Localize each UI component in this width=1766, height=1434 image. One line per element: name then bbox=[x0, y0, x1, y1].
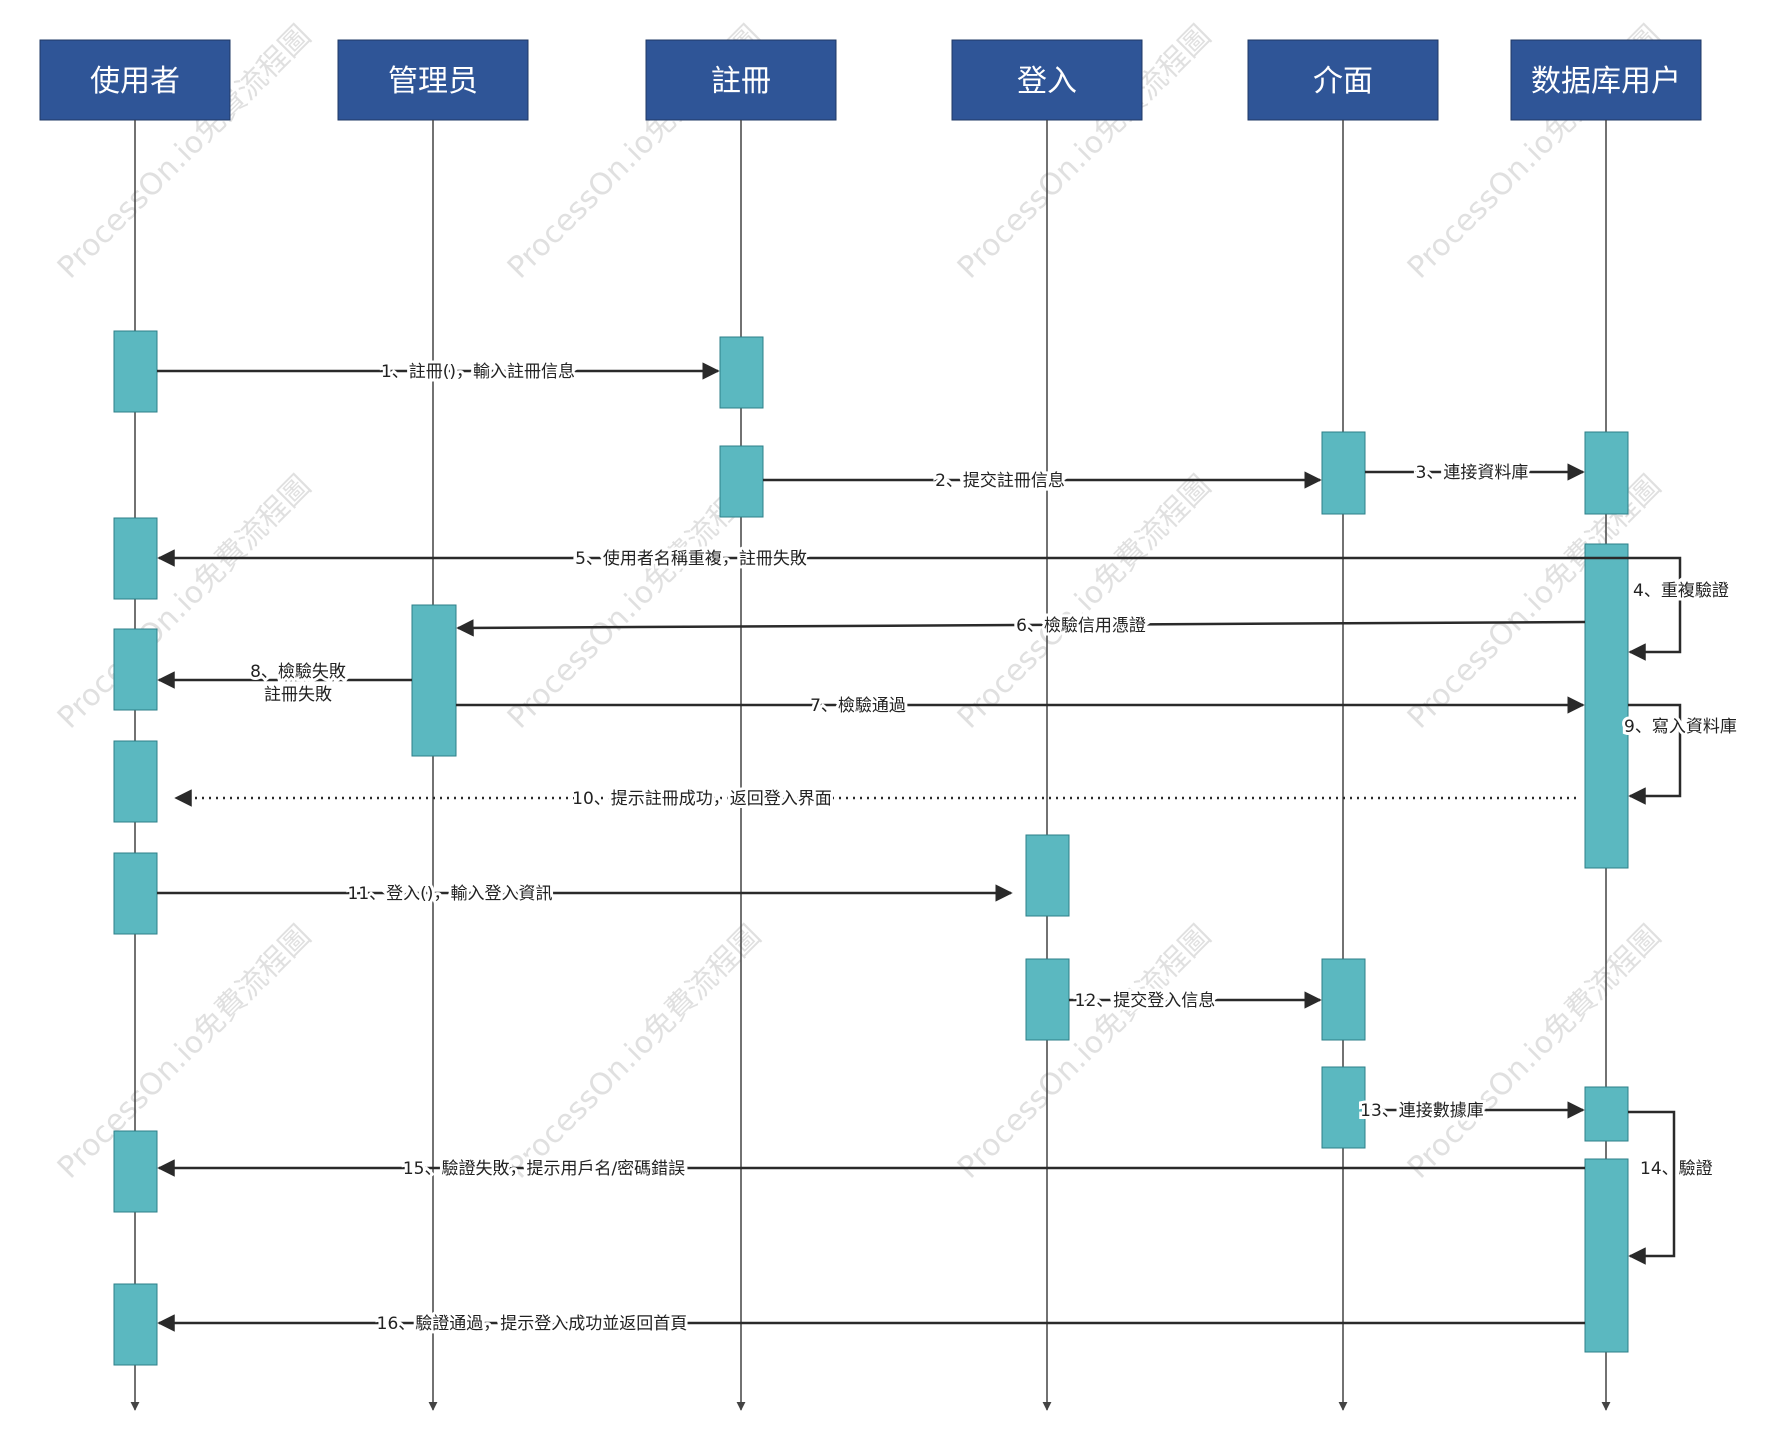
activation-bar[interactable] bbox=[1321, 1066, 1366, 1149]
message-4-label: 4、重複驗證 bbox=[1633, 581, 1729, 601]
activation-bar[interactable] bbox=[1584, 431, 1629, 515]
watermark-layer: ProcessOn.io免費流程圖 ProcessOn.io免費流程圖 Proc… bbox=[51, 19, 1668, 1186]
activation-bar[interactable] bbox=[1584, 1158, 1629, 1353]
lifelines bbox=[130, 120, 1611, 1411]
participant-label: 介面 bbox=[1313, 64, 1373, 99]
message-6-arrow[interactable] bbox=[456, 619, 1586, 637]
participant-label: 数据库用户 bbox=[1531, 64, 1681, 99]
messages bbox=[157, 362, 1682, 1332]
message-2-label: 2、提交註冊信息 bbox=[935, 471, 1065, 491]
participant-register[interactable]: 註冊 bbox=[645, 39, 837, 121]
activation-bar[interactable] bbox=[113, 517, 158, 600]
participant-label: 使用者 bbox=[90, 64, 180, 99]
participant-box[interactable] bbox=[337, 39, 529, 121]
activation-bar[interactable] bbox=[113, 852, 158, 935]
message-labels: 1、註冊()，輸入註冊信息 2、提交註冊信息 3、連接資料庫 4、重複驗證 5、… bbox=[247, 359, 1740, 1337]
activation-bar[interactable] bbox=[113, 628, 158, 711]
message-15-label: 15、驗證失敗，提示用戶名/密碼錯誤 bbox=[403, 1159, 685, 1179]
activation-bar[interactable] bbox=[719, 336, 764, 409]
activation-bar[interactable] bbox=[719, 445, 764, 518]
message-8-label: 8、檢驗失敗 bbox=[250, 662, 346, 682]
message-12-label: 12、提交登入信息 bbox=[1075, 991, 1216, 1011]
activation-bar[interactable] bbox=[113, 1130, 158, 1213]
participant-ui[interactable]: 介面 bbox=[1247, 39, 1439, 121]
activation-bar[interactable] bbox=[113, 740, 158, 823]
message-8-label-line2: 註冊失敗 bbox=[264, 685, 332, 705]
message-16-label: 16、驗證通過，提示登入成功並返回首頁 bbox=[377, 1314, 688, 1334]
activation-bar[interactable] bbox=[1025, 958, 1070, 1041]
participant-label: 管理员 bbox=[388, 64, 478, 99]
message-14-label: 14、驗證 bbox=[1640, 1159, 1713, 1179]
message-11-label: 11、登入()，輸入登入資訊 bbox=[348, 884, 553, 904]
message-6-label: 6、檢驗信用憑證 bbox=[1016, 616, 1146, 636]
watermark: ProcessOn.io免費流程圖 bbox=[1401, 919, 1668, 1186]
watermark: ProcessOn.io免費流程圖 bbox=[951, 469, 1218, 736]
participant-admin[interactable]: 管理员 bbox=[337, 39, 529, 121]
activation-bar[interactable] bbox=[1584, 543, 1629, 869]
participant-user[interactable]: 使用者 bbox=[39, 39, 231, 121]
participant-box[interactable] bbox=[645, 39, 837, 121]
message-1-label: 1、註冊()，輸入註冊信息 bbox=[381, 362, 575, 382]
message-14-arrow[interactable] bbox=[1628, 1110, 1676, 1265]
activation-bar[interactable] bbox=[1321, 431, 1366, 515]
message-7-label: 7、檢驗通過 bbox=[810, 696, 906, 716]
participant-box[interactable] bbox=[39, 39, 231, 121]
message-5-label: 5、使用者名稱重複，註冊失敗 bbox=[575, 548, 807, 569]
participant-box[interactable] bbox=[1247, 39, 1439, 121]
activation-bar[interactable] bbox=[1321, 958, 1366, 1041]
participant-label: 註冊 bbox=[711, 64, 771, 99]
watermark: ProcessOn.io免費流程圖 bbox=[951, 919, 1218, 1186]
activation-bar[interactable] bbox=[411, 604, 457, 757]
participant-db[interactable]: 数据库用户 bbox=[1510, 39, 1702, 121]
message-3-label: 3、連接資料庫 bbox=[1416, 463, 1529, 483]
watermark: ProcessOn.io免費流程圖 bbox=[51, 919, 318, 1186]
activation-bar[interactable] bbox=[1025, 834, 1070, 917]
participant-login[interactable]: 登入 bbox=[951, 39, 1143, 121]
participant-box[interactable] bbox=[951, 39, 1143, 121]
message-10-label: 10、提示註冊成功，返回登入界面 bbox=[572, 789, 832, 809]
activation-bar[interactable] bbox=[1584, 1086, 1629, 1142]
watermark: ProcessOn.io免費流程圖 bbox=[501, 919, 768, 1186]
activation-bar[interactable] bbox=[113, 1283, 158, 1366]
message-9-label: 9、寫入資料庫 bbox=[1624, 717, 1737, 737]
activation-bar[interactable] bbox=[113, 330, 158, 413]
message-13-label: 13、連接數據庫 bbox=[1360, 1101, 1484, 1121]
message-9-arrow[interactable] bbox=[1628, 703, 1682, 805]
participant-label: 登入 bbox=[1017, 64, 1077, 99]
activations bbox=[113, 330, 1629, 1366]
message-4-arrow[interactable] bbox=[1628, 556, 1682, 661]
